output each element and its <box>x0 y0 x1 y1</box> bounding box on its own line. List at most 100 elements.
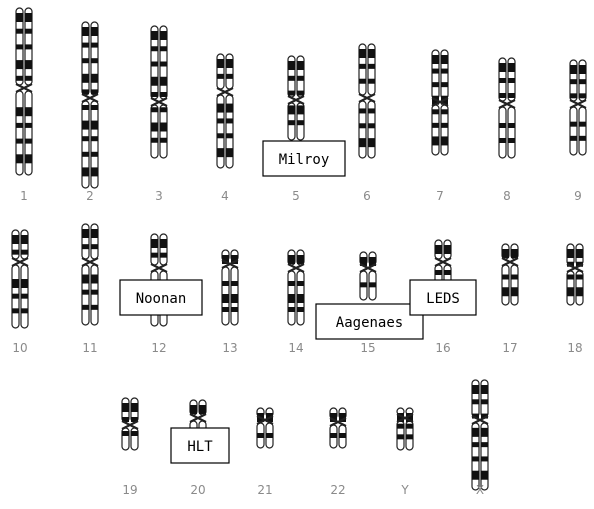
g-band <box>511 274 518 280</box>
chromosome-number-label: 12 <box>151 341 166 355</box>
g-band <box>499 93 506 98</box>
g-band <box>481 442 488 448</box>
g-band <box>432 136 439 146</box>
disease-label-leds: LEDS <box>409 279 477 316</box>
g-band <box>499 123 506 128</box>
g-band <box>217 73 224 79</box>
g-band <box>579 65 586 74</box>
g-band <box>25 138 32 144</box>
g-band <box>444 270 451 275</box>
chromosome-22 <box>329 407 347 449</box>
chromosome-8 <box>498 57 516 159</box>
g-band <box>432 68 439 74</box>
g-band <box>151 239 158 248</box>
g-band <box>122 431 129 436</box>
g-band <box>508 123 515 128</box>
g-band <box>330 413 337 422</box>
chromosome-10 <box>11 229 29 329</box>
centromere <box>121 420 139 430</box>
g-band <box>579 135 586 141</box>
g-band <box>82 73 89 83</box>
g-band <box>359 108 366 114</box>
g-band <box>576 261 583 267</box>
g-band <box>472 385 479 394</box>
centromere <box>150 263 168 273</box>
g-band <box>160 61 167 67</box>
g-band <box>91 73 98 83</box>
g-band <box>472 413 479 419</box>
g-band <box>231 307 238 312</box>
chromosome-number-label: 4 <box>221 189 229 203</box>
disease-label-text: HLT <box>187 439 213 455</box>
q-arm <box>498 106 507 159</box>
g-band <box>16 44 23 50</box>
chromosome-number-label: 13 <box>222 341 237 355</box>
g-band <box>217 59 224 68</box>
g-band <box>16 154 23 164</box>
disease-label-milroy: Milroy <box>262 140 346 177</box>
centromere <box>501 257 519 267</box>
chromosome-number-label: 9 <box>574 189 582 203</box>
g-band <box>226 148 233 158</box>
centromere <box>150 97 168 107</box>
g-band <box>397 413 404 422</box>
centromere <box>11 257 29 267</box>
g-band <box>160 107 167 113</box>
g-band <box>16 28 23 34</box>
g-band <box>16 107 23 117</box>
g-band <box>91 136 98 142</box>
g-band <box>217 148 224 158</box>
g-band <box>441 122 448 128</box>
centromere <box>15 83 33 93</box>
g-band <box>231 281 238 286</box>
g-band <box>91 151 98 157</box>
g-band <box>25 13 32 22</box>
g-band <box>368 123 375 129</box>
g-band <box>122 417 129 422</box>
g-band <box>91 167 98 177</box>
g-band <box>91 105 98 110</box>
chromosome-number-label: 22 <box>330 483 345 497</box>
g-band <box>82 274 89 284</box>
g-band <box>502 287 509 297</box>
g-band <box>297 307 304 312</box>
g-band <box>25 75 32 81</box>
g-band <box>151 76 158 86</box>
chromosome-number-label: 6 <box>363 189 371 203</box>
g-band <box>508 63 515 72</box>
g-band <box>151 137 158 143</box>
g-band <box>297 281 304 286</box>
g-band <box>222 294 229 303</box>
g-band <box>160 239 167 248</box>
g-band <box>567 249 574 258</box>
centromere <box>566 263 584 273</box>
g-band <box>481 427 488 437</box>
q-arm <box>507 106 516 159</box>
centromere <box>434 257 452 267</box>
centromere <box>329 417 347 427</box>
centromere <box>216 87 234 97</box>
g-band <box>435 245 442 254</box>
chromosome-y <box>396 407 414 451</box>
g-band <box>508 138 515 143</box>
g-band <box>297 90 304 96</box>
g-band <box>288 281 295 286</box>
g-band <box>25 122 32 128</box>
g-band <box>82 42 89 48</box>
g-band <box>406 434 413 440</box>
chromosome-11 <box>81 223 99 326</box>
g-band <box>82 120 89 130</box>
g-band <box>91 58 98 64</box>
g-band <box>360 257 367 266</box>
g-band <box>151 92 158 97</box>
g-band <box>288 75 295 81</box>
g-band <box>359 123 366 129</box>
g-band <box>406 413 413 422</box>
g-band <box>441 68 448 74</box>
g-band <box>369 257 376 266</box>
g-band <box>82 289 89 295</box>
centromere <box>221 259 239 269</box>
disease-label-aagenaes: Aagenaes <box>315 303 424 340</box>
g-band <box>567 261 574 267</box>
chromosome-number-label: 7 <box>436 189 444 203</box>
